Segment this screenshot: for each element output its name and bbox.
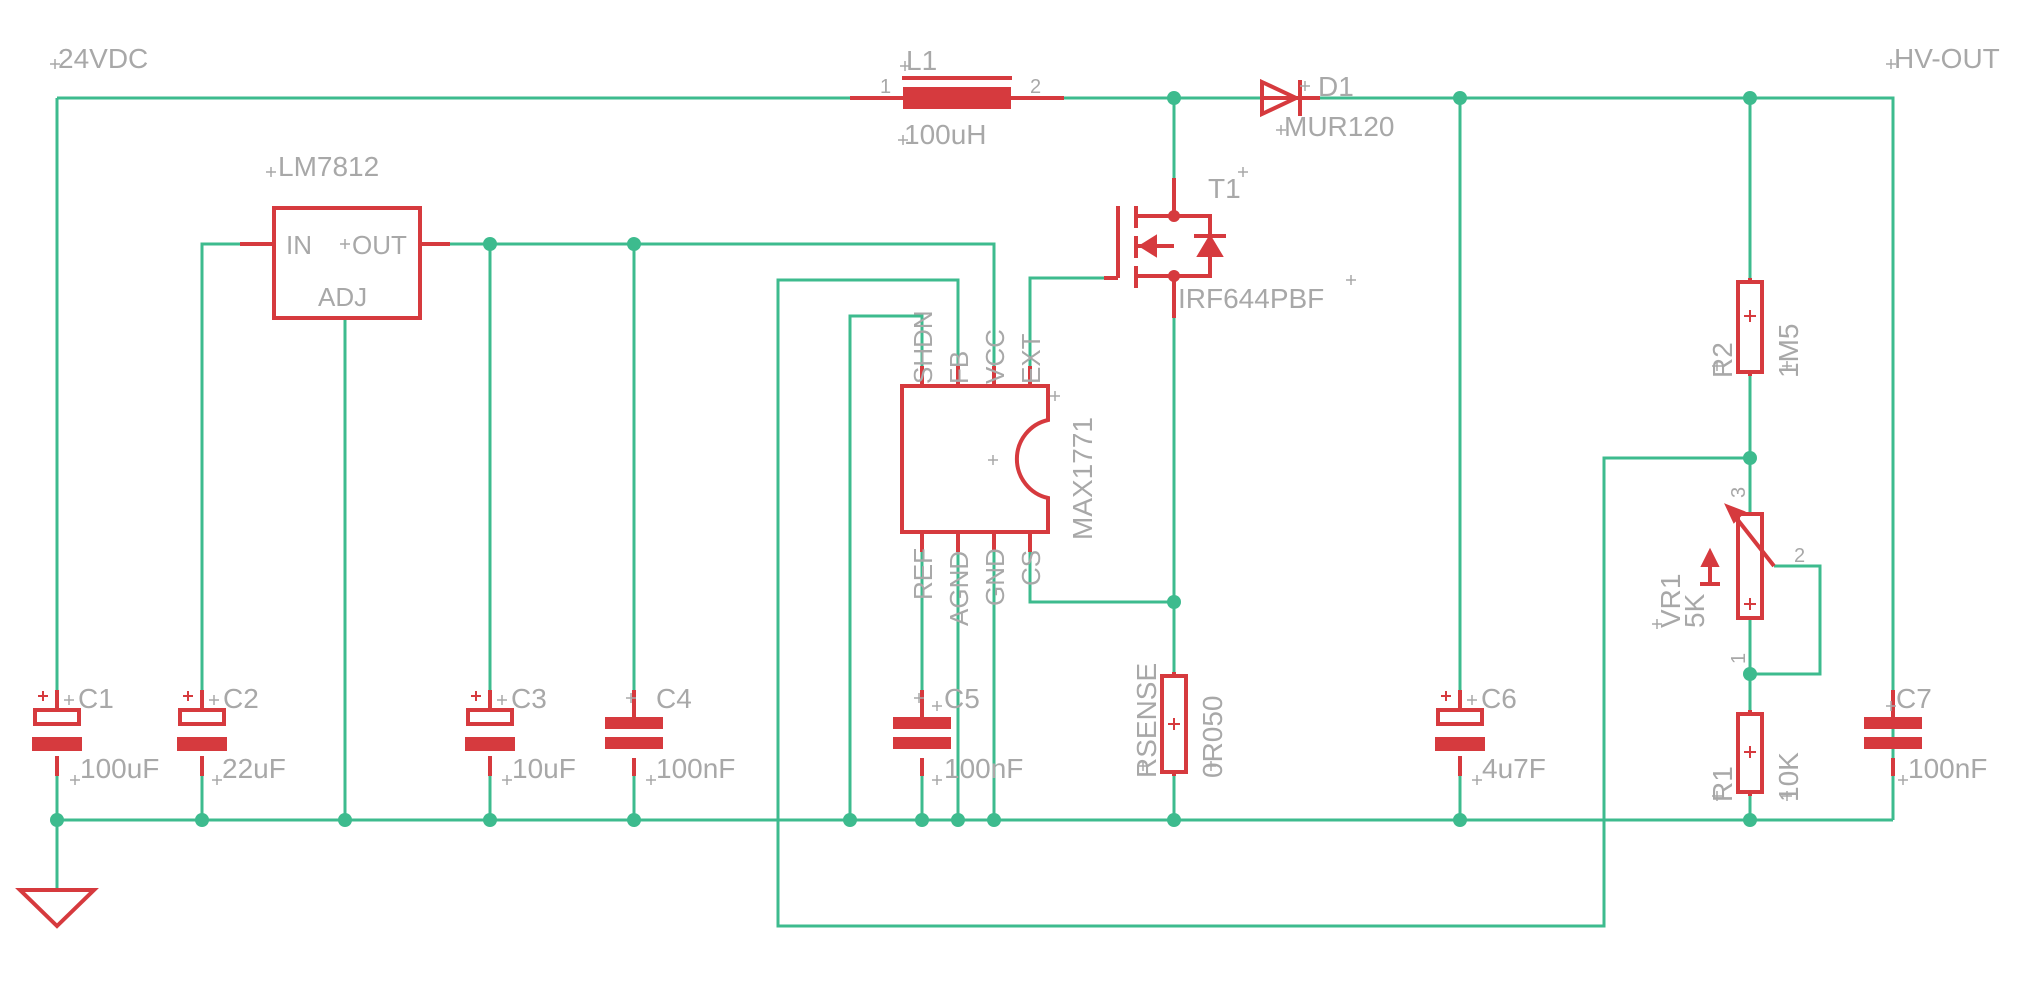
RSENSE-name: RSENSE — [1131, 663, 1162, 778]
T1-name: T1 — [1208, 173, 1241, 204]
controller-MAX1771: MAX1771 SHDN FB VCC EXT REF AGND GND CS — [900, 310, 1098, 626]
junction — [951, 813, 965, 827]
capacitor-C3: C3 10uF — [465, 683, 576, 785]
junction — [50, 813, 64, 827]
MAX1771-pin-vcc: VCC — [980, 329, 1010, 384]
mosfet-T1: T1 IRF644PBF — [1104, 167, 1356, 318]
L1-pin2: 2 — [1030, 76, 1041, 98]
MAX1771-pin-ref: REF — [908, 548, 938, 600]
VR1-pin2: 2 — [1794, 545, 1805, 567]
C1-name: C1 — [78, 683, 114, 714]
capacitor-C5: C5 100nF — [893, 683, 1023, 785]
T1-value: IRF644PBF — [1178, 283, 1324, 314]
capacitor-C4: C4 100nF — [605, 683, 735, 785]
junction — [338, 813, 352, 827]
VR1-pin3: 3 — [1728, 487, 1750, 498]
MAX1771-pin-shdn: SHDN — [908, 310, 938, 384]
R1-name: R1 — [1707, 766, 1738, 802]
junction — [1167, 91, 1181, 105]
wire-12v-rail — [425, 242, 996, 820]
C7-value: 100nF — [1908, 753, 1987, 784]
junction — [1743, 813, 1757, 827]
junction — [1167, 813, 1181, 827]
LM7812-value: LM7812 — [278, 151, 379, 182]
diode-D1: D1 MUR120 — [1260, 71, 1394, 142]
VR1-value: 5K — [1679, 593, 1710, 628]
ground-symbol — [15, 888, 99, 929]
wire-ext-gate — [1028, 276, 1104, 386]
capacitor-C6: C6 4u7F — [1435, 683, 1546, 785]
junctions — [50, 91, 1757, 827]
regulator-LM7812: LM7812 IN OUT ADJ — [240, 151, 450, 320]
wires — [55, 96, 1895, 928]
wire-vr1-wiper — [1750, 564, 1822, 676]
net-label-hv-out-text: HV-OUT — [1894, 43, 2000, 74]
C5-value: 100nF — [944, 753, 1023, 784]
C3-name: C3 — [511, 683, 547, 714]
MAX1771-pin-ext: EXT — [1016, 333, 1046, 384]
L1-name: L1 — [906, 45, 937, 76]
wire-cs — [1028, 532, 1174, 604]
MAX1771-pin-agnd: AGND — [944, 551, 974, 626]
inductor-L1: 1 2 L1 100uH — [850, 45, 1064, 150]
C4-name: C4 — [656, 683, 692, 714]
capacitor-C2: C2 22uF — [177, 683, 286, 785]
capacitor-C7: C7 100nF — [1864, 683, 1987, 785]
C6-value: 4u7F — [1482, 753, 1546, 784]
D1-value: MUR120 — [1284, 111, 1394, 142]
junction — [1743, 91, 1757, 105]
C5-name: C5 — [944, 683, 980, 714]
wire-agnd — [956, 532, 996, 820]
VR1-name: VR1 — [1655, 574, 1686, 628]
MAX1771-pin-cs: CS — [1016, 550, 1046, 586]
C3-value: 10uF — [512, 753, 576, 784]
junction — [915, 813, 929, 827]
MAX1771-value: MAX1771 — [1067, 417, 1098, 540]
resistor-R2: R2 1M5 — [1707, 278, 1804, 378]
wire-feedback — [776, 278, 1750, 928]
D1-name: D1 — [1318, 71, 1354, 102]
LM7812-pin-adj: ADJ — [318, 282, 367, 312]
capacitor-C1: C1 100uF — [32, 683, 159, 785]
C4-value: 100nF — [656, 753, 735, 784]
net-label-24vdc-text: 24VDC — [58, 43, 148, 74]
junction — [843, 813, 857, 827]
junction — [627, 813, 641, 827]
junction — [483, 237, 497, 251]
L1-value: 100uH — [904, 119, 987, 150]
MAX1771-pin-gnd: GND — [980, 548, 1010, 606]
junction — [1453, 813, 1467, 827]
potentiometer-VR1: 3 2 1 VR1 5K — [1652, 487, 1805, 664]
resistor-R1: R1 10K — [1707, 710, 1804, 802]
wire-shdn — [848, 314, 924, 820]
R2-name: R2 — [1707, 342, 1738, 378]
net-label-hv-out: HV-OUT — [1886, 43, 2000, 74]
LM7812-pin-out: OUT — [352, 230, 407, 260]
junction — [195, 813, 209, 827]
MAX1771-pin-fb: FB — [944, 351, 974, 384]
C7-name: C7 — [1896, 683, 1932, 714]
junction — [987, 813, 1001, 827]
wire-24v-rail — [55, 96, 1895, 890]
C6-name: C6 — [1481, 683, 1517, 714]
C2-name: C2 — [223, 683, 259, 714]
wire-regulator-in — [200, 242, 240, 820]
junction — [483, 813, 497, 827]
LM7812-pin-in: IN — [286, 230, 312, 260]
RSENSE-value: 0R050 — [1197, 695, 1228, 778]
C2-value: 22uF — [222, 753, 286, 784]
resistor-RSENSE: RSENSE 0R050 — [1131, 663, 1228, 778]
R1-value: 10K — [1773, 752, 1804, 802]
VR1-pin1: 1 — [1728, 653, 1750, 664]
junction — [1453, 91, 1467, 105]
C1-value: 100uF — [80, 753, 159, 784]
junction — [627, 237, 641, 251]
net-label-24vdc: 24VDC — [50, 43, 148, 74]
R2-value: 1M5 — [1773, 324, 1804, 378]
junction — [1743, 451, 1757, 465]
L1-pin1: 1 — [880, 76, 891, 98]
junction — [1743, 667, 1757, 681]
junction — [1167, 595, 1181, 609]
